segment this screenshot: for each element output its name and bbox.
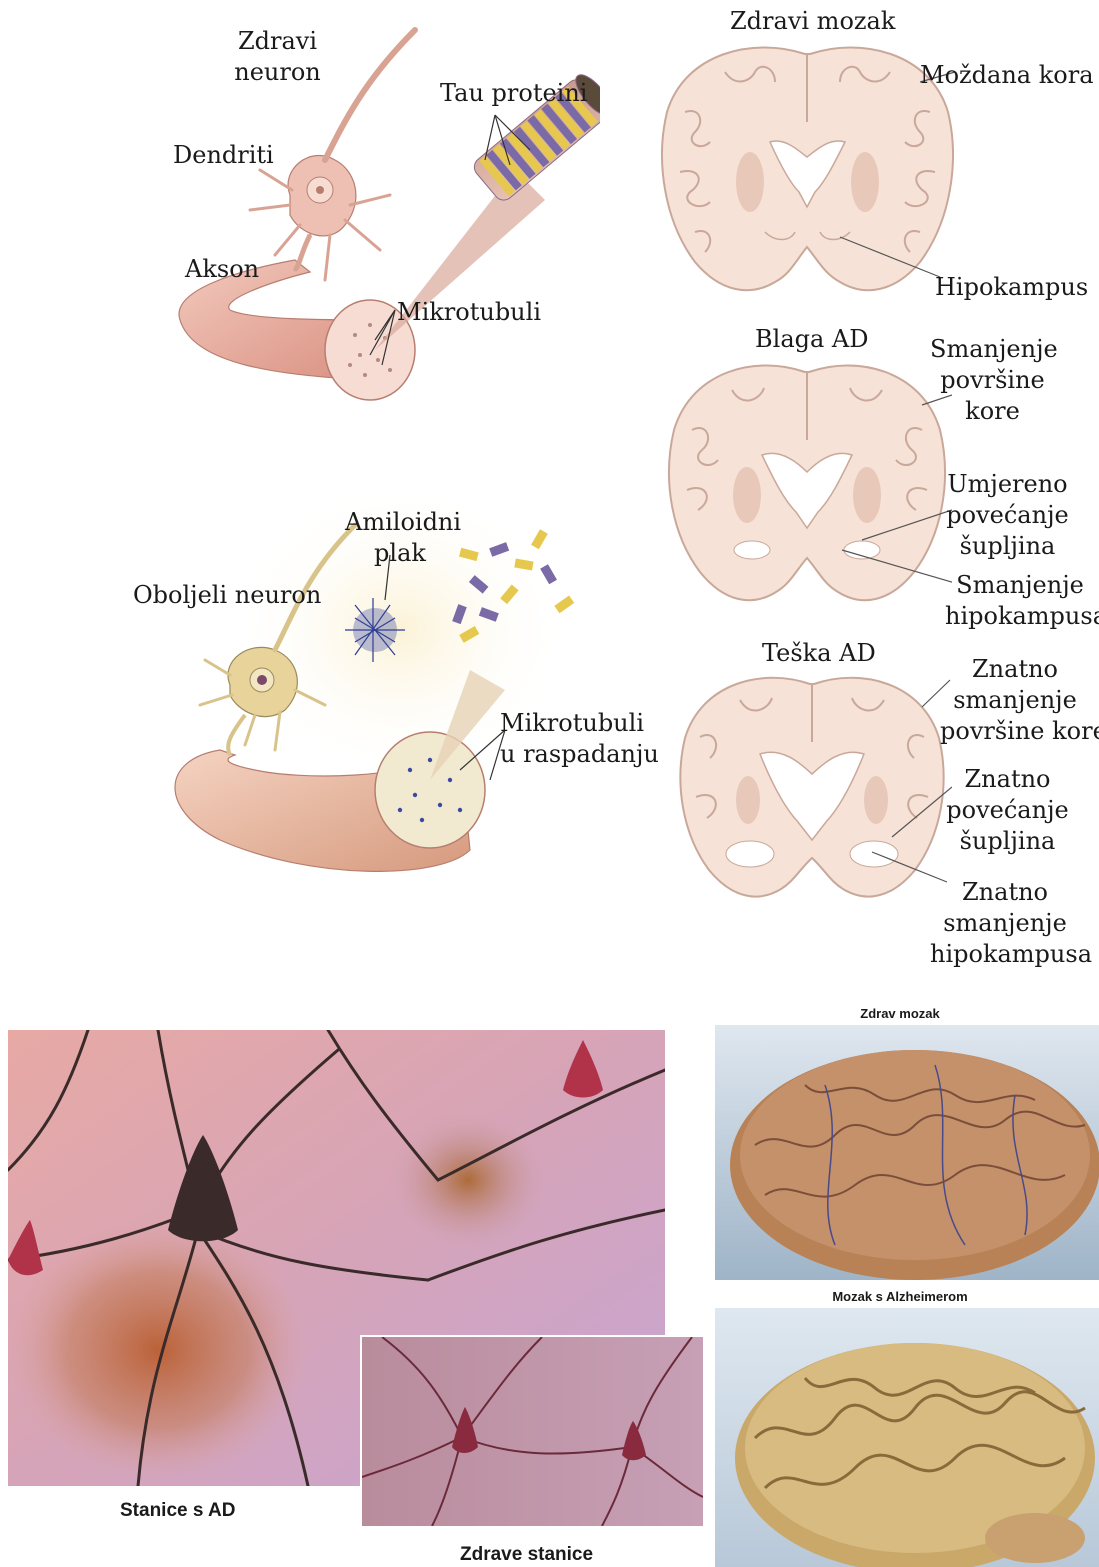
label-severe-hippocampus: Znatno smanjenje hipokampusa xyxy=(930,877,1080,970)
label-healthy-brain: Zdravi mozak xyxy=(730,6,895,37)
label-hippocampus-shrinkage: Smanjenje hipokampusa xyxy=(945,570,1095,632)
caption-healthy-cells: Zdrave stanice xyxy=(460,1544,593,1566)
caption-healthy-brain-photo: Zdrav mozak xyxy=(800,1006,1000,1021)
label-axon: Akson xyxy=(185,254,259,285)
label-dendrites: Dendriti xyxy=(173,140,274,171)
label-microtubules: Mikrotubuli xyxy=(397,297,541,328)
label-diseased-neuron: Oboljeli neuron xyxy=(133,580,321,611)
label-hippocampus: Hipokampus xyxy=(935,272,1088,303)
healthy-cells-photo xyxy=(360,1335,705,1528)
healthy-brain-photo xyxy=(715,1025,1099,1280)
label-tau-proteins: Tau proteini xyxy=(440,78,587,109)
alzheimer-brain-photo xyxy=(715,1308,1099,1567)
label-amyloid-plaque: Amiloidni plak xyxy=(345,507,455,569)
caption-ad-cells: Stanice s AD xyxy=(120,1500,235,1522)
mild-ad-brain-section xyxy=(662,360,952,615)
label-healthy-neuron: Zdravi neuron xyxy=(230,26,325,88)
label-severe-ventricle: Znatno povećanje šupljina xyxy=(945,764,1070,857)
label-disintegrating-microtubules: Mikrotubuli u raspadanju xyxy=(500,708,659,770)
label-moderate-ventricle: Umjereno povećanje šupljina xyxy=(945,469,1070,562)
label-mild-ad: Blaga AD xyxy=(755,324,869,355)
severe-ad-brain-section xyxy=(672,672,952,912)
label-severe-cortex: Znatno smanjenje površine kore xyxy=(940,654,1090,747)
label-severe-ad: Teška AD xyxy=(762,638,876,669)
caption-alzheimer-brain-photo: Mozak s Alzheimerom xyxy=(800,1289,1000,1304)
label-cortex-shrinkage: Smanjenje površine kore xyxy=(930,334,1055,427)
healthy-brain-section xyxy=(655,42,960,307)
label-cortex: Moždana kora xyxy=(920,60,1094,91)
